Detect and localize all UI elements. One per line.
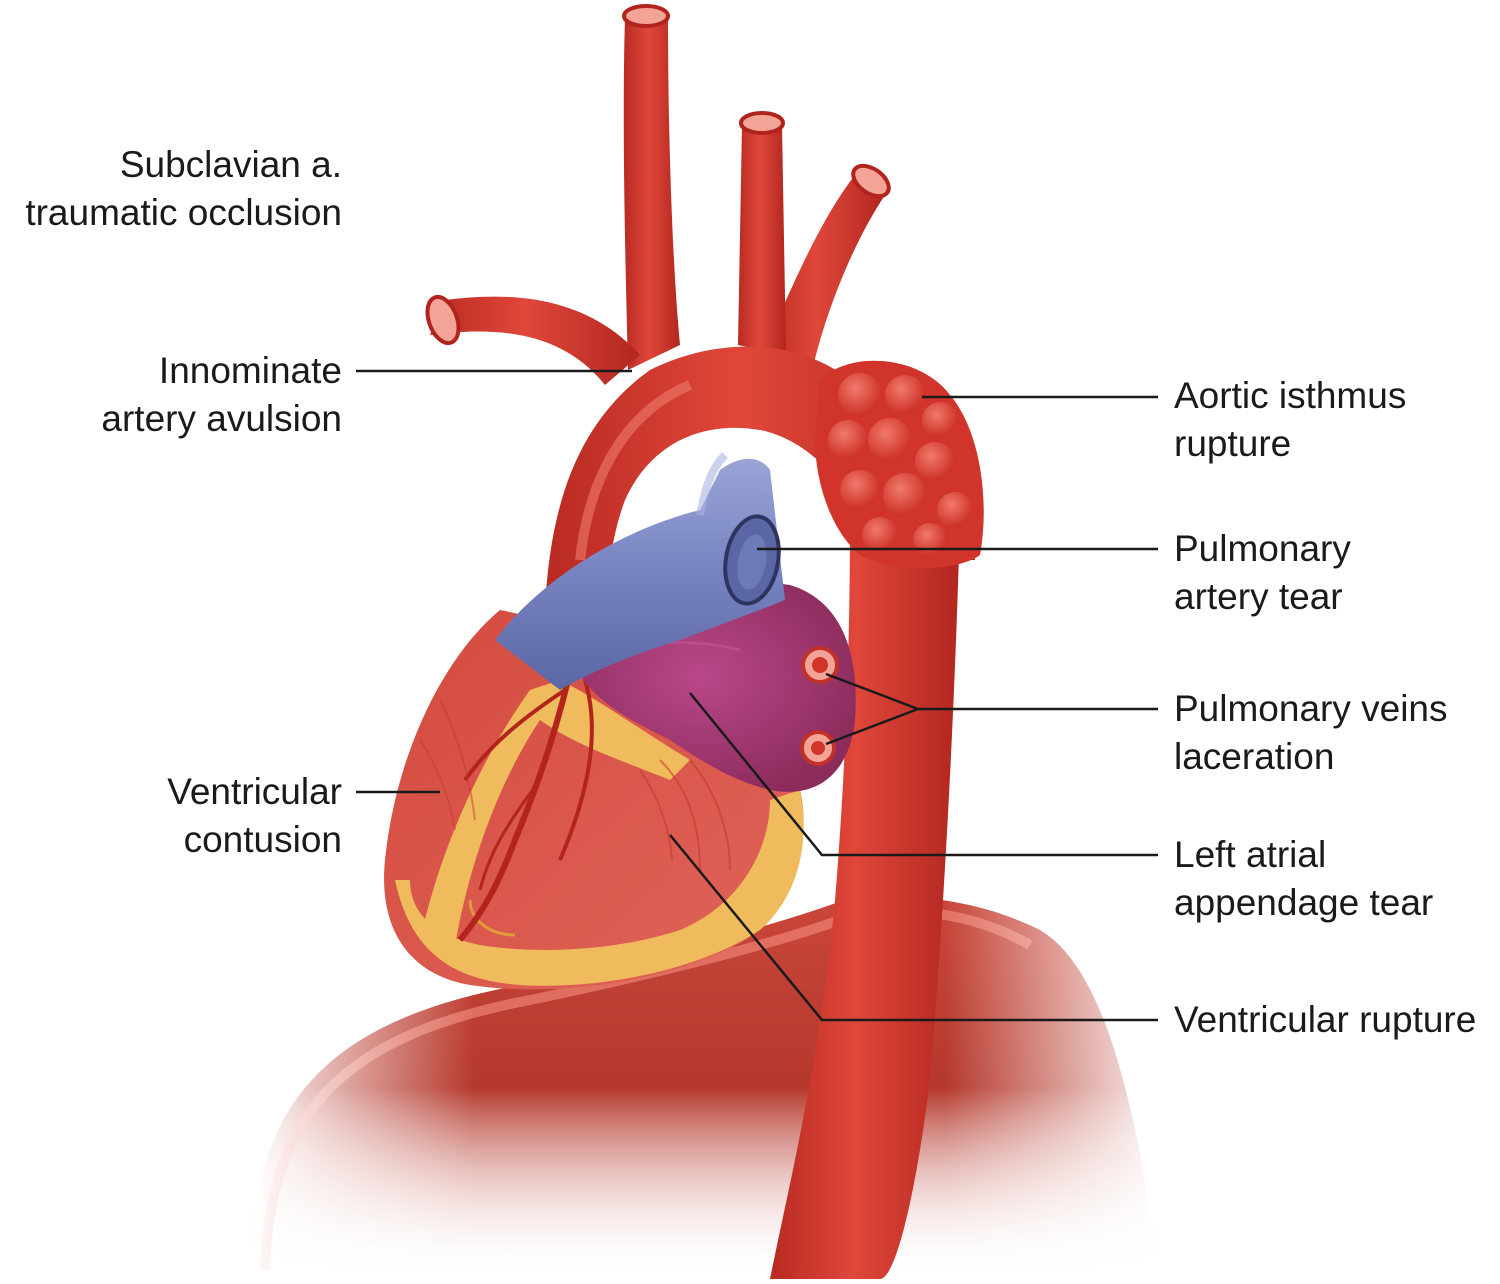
- pulmonary-vein-lower: [800, 730, 836, 766]
- label-ventricular-contusion: Ventricular contusion: [0, 768, 342, 864]
- aortic-isthmus-rupture: [815, 360, 984, 569]
- pulmonary-artery: [495, 452, 785, 690]
- leader-ventricular-rupture: [669, 834, 1158, 1022]
- label-aortic-line1: Aortic isthmus: [1174, 375, 1407, 416]
- label-aortic-isthmus-rupture: Aortic isthmus rupture: [1174, 372, 1406, 468]
- descending-aorta: [770, 520, 960, 1279]
- label-pa-line1: Pulmonary: [1174, 528, 1351, 569]
- leader-pulmonary-veins-lower: [825, 707, 919, 746]
- leader-left-atrial: [689, 692, 1158, 857]
- label-subclavian-line1: Subclavian a.: [119, 144, 342, 185]
- label-contusion-line2: contusion: [183, 819, 342, 860]
- label-laa-line2: appendage tear: [1174, 882, 1434, 923]
- leader-lines: [356, 369, 1158, 1022]
- label-laa-line1: Left atrial: [1174, 834, 1327, 875]
- label-subclavian-occlusion: Subclavian a. traumatic occlusion: [0, 141, 342, 237]
- label-innominate-line2: artery avulsion: [101, 398, 342, 439]
- label-contusion-line1: Ventricular: [167, 771, 342, 812]
- label-aortic-line2: rupture: [1174, 423, 1292, 464]
- label-ventricular-rupture: Ventricular rupture: [1174, 996, 1476, 1044]
- label-innominate-line1: Innominate: [158, 350, 342, 391]
- label-vr-line1: Ventricular rupture: [1174, 999, 1477, 1040]
- pulmonary-vein-upper: [801, 646, 839, 684]
- label-pv-line2: laceration: [1174, 736, 1335, 777]
- label-pulmonary-veins-laceration: Pulmonary veins laceration: [1174, 685, 1448, 781]
- label-pa-line2: artery tear: [1174, 576, 1343, 617]
- label-left-atrial-appendage-tear: Left atrial appendage tear: [1174, 831, 1433, 927]
- label-pv-line1: Pulmonary veins: [1174, 688, 1448, 729]
- label-innominate-avulsion: Innominate artery avulsion: [0, 347, 342, 443]
- label-pulmonary-artery-tear: Pulmonary artery tear: [1174, 525, 1351, 621]
- label-subclavian-line2: traumatic occlusion: [25, 192, 342, 233]
